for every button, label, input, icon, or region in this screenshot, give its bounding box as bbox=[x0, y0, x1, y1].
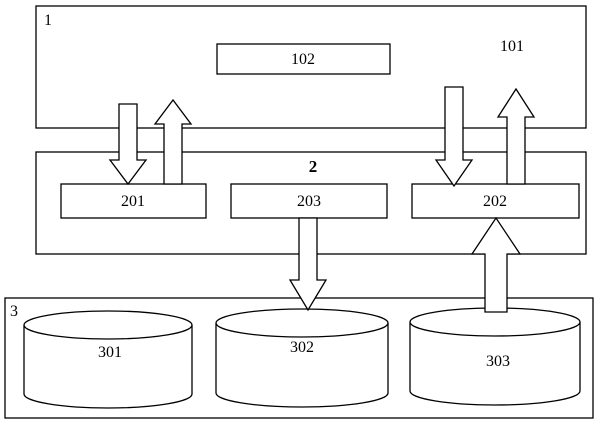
module-1-id-label: 101 bbox=[500, 38, 524, 55]
arrow-down-to-302 bbox=[288, 217, 328, 312]
arrow-down-to-202 bbox=[434, 86, 474, 188]
arrow-up-from-201 bbox=[153, 98, 193, 185]
module-1-label: 1 bbox=[44, 12, 52, 29]
module-3: 3 301 302 303 bbox=[4, 297, 594, 419]
box-102-label: 102 bbox=[291, 51, 315, 68]
box-203 bbox=[230, 183, 388, 219]
datastore-303-label: 303 bbox=[486, 353, 510, 370]
module-3-label: 3 bbox=[10, 303, 18, 320]
module-2-label: 2 bbox=[309, 157, 318, 176]
box-202-label: 202 bbox=[483, 193, 507, 210]
datastore-303: 303 bbox=[409, 307, 581, 406]
arrow-up-from-303 bbox=[470, 216, 522, 313]
box-201 bbox=[60, 183, 207, 219]
box-102 bbox=[216, 43, 391, 75]
box-202 bbox=[411, 183, 580, 219]
arrow-up-from-202 bbox=[496, 87, 536, 185]
datastore-301-label: 301 bbox=[98, 344, 122, 361]
datastore-302-label: 302 bbox=[290, 339, 314, 356]
datastore-301: 301 bbox=[23, 310, 193, 409]
datastore-302: 302 bbox=[215, 308, 389, 408]
arrow-down-to-201 bbox=[108, 103, 148, 186]
box-203-label: 203 bbox=[297, 193, 321, 210]
box-201-label: 201 bbox=[121, 193, 145, 210]
